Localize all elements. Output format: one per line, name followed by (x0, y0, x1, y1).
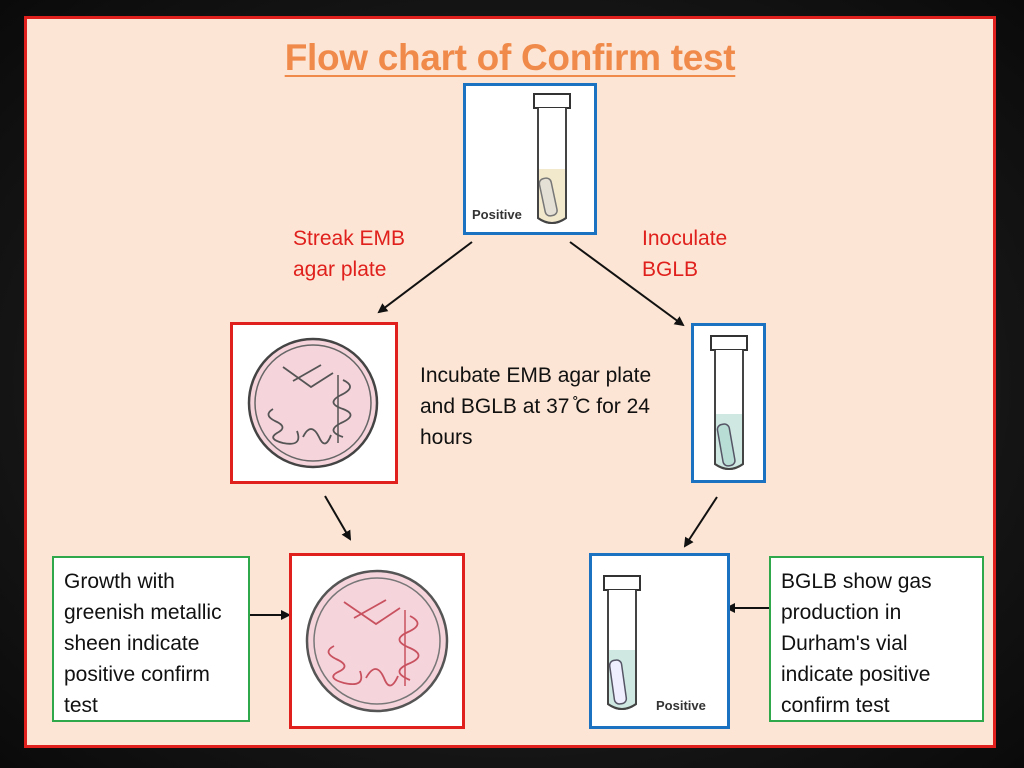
arrow-to-emb-result (324, 495, 352, 541)
bglb-result-frame: Positive (589, 553, 730, 729)
arrow-to-bglb-tube (569, 241, 685, 327)
page-title: Flow chart of Confirm test (284, 37, 736, 78)
incubate-label: Incubate EMB agar plate and BGLB at 37 ̊… (420, 364, 652, 449)
arrow-to-emb-plate (377, 241, 473, 314)
test-tube-positive-top (533, 93, 571, 224)
emb-result-box: Growth with greenish metallic sheen indi… (52, 556, 250, 722)
bglb-result-text: BGLB show gas production in Durham's via… (781, 570, 932, 717)
bglb-tube-frame (691, 323, 766, 483)
emb-agar-plate (247, 337, 379, 469)
arrow-to-bglb-result (683, 496, 718, 548)
emb-plate-frame (230, 322, 398, 484)
arrows-layer (248, 241, 772, 620)
slide: Flow chart of Confirm test Positive Stre… (24, 16, 996, 748)
emb-result-frame (289, 553, 465, 729)
tube-label-positive-top: Positive (472, 207, 522, 222)
inoculate-bglb-label: Inoculate BGLB (642, 227, 728, 281)
emb-result-plate (305, 569, 449, 713)
top-tube-frame: Positive (463, 83, 597, 235)
test-tube-bglb (710, 335, 748, 470)
bglb-result-box: BGLB show gas production in Durham's via… (769, 556, 984, 722)
tube-label-positive-bottom: Positive (656, 698, 706, 713)
emb-result-text: Growth with greenish metallic sheen indi… (64, 570, 222, 717)
test-tube-positive-bottom (603, 575, 641, 710)
streak-emb-label: Streak EMB agar plate (293, 227, 406, 281)
